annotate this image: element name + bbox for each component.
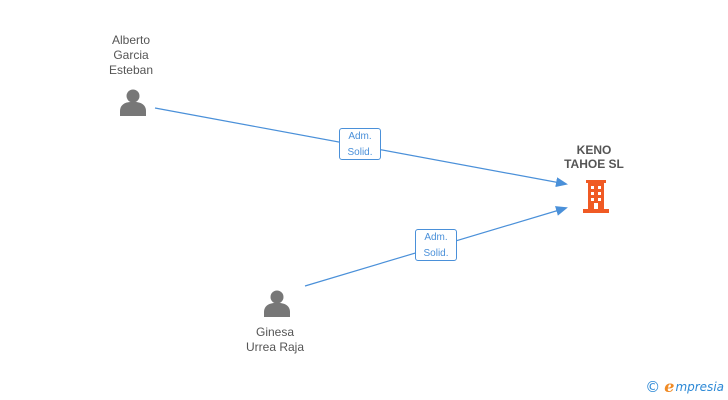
person-icon[interactable] xyxy=(120,89,146,117)
building-icon[interactable] xyxy=(583,180,609,213)
brand-initial: e xyxy=(664,377,675,396)
relation-type-line: Solid. xyxy=(423,248,449,259)
relation-type-line: Adm. xyxy=(348,131,372,142)
brand-name: mpresia xyxy=(675,380,724,394)
copyright-icon: © xyxy=(645,378,661,396)
person-name-label[interactable]: Ginesa Urrea Raja xyxy=(245,325,305,354)
relation-badge: Adm. Solid. xyxy=(339,128,381,160)
empresia-watermark: © e mpresia xyxy=(645,377,724,397)
company-name-label[interactable]: KENO TAHOE SL xyxy=(564,143,624,171)
person-name-label[interactable]: Alberto Garcia Esteban xyxy=(108,33,154,77)
relation-type-line: Adm. xyxy=(424,232,448,243)
person-icon[interactable] xyxy=(264,290,290,318)
relation-badge: Adm. Solid. xyxy=(415,229,457,261)
relation-type-line: Solid. xyxy=(347,147,373,158)
